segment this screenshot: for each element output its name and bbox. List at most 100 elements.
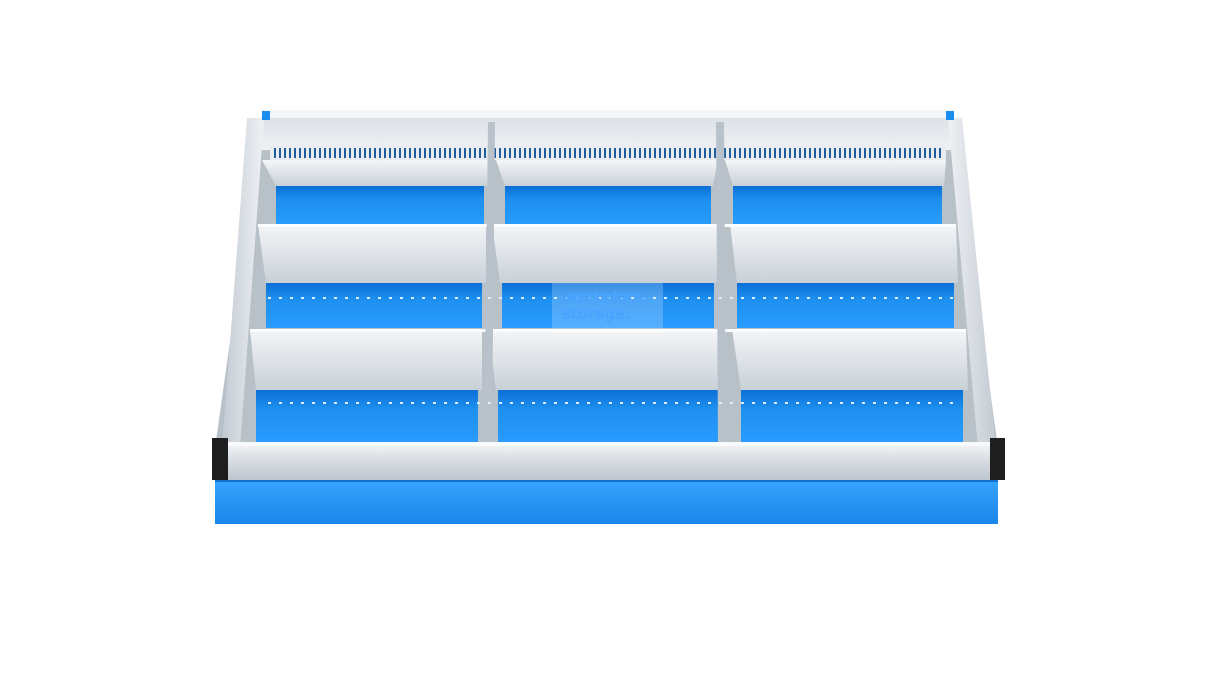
- adjustment-hole: [543, 297, 546, 299]
- adjustment-hole: [499, 297, 502, 299]
- compartment-bin: [276, 186, 484, 224]
- adjustment-hole: [697, 402, 700, 404]
- adjustment-hole: [312, 402, 315, 404]
- adjustment-hole: [378, 402, 381, 404]
- compartment-bin: [741, 390, 963, 442]
- adjustment-hole: [334, 297, 337, 299]
- adjustment-hole: [367, 297, 370, 299]
- adjustment-hole: [818, 297, 821, 299]
- adjustment-hole: [389, 297, 392, 299]
- slot-tick: [374, 148, 376, 158]
- slot-tick: [459, 148, 461, 158]
- adjustment-hole: [917, 297, 920, 299]
- adjustment-hole: [312, 297, 315, 299]
- adjustment-hole: [301, 297, 304, 299]
- slot-tick: [344, 148, 346, 158]
- slot-tick: [814, 148, 816, 158]
- slot-tick: [514, 148, 516, 158]
- slot-tick: [634, 148, 636, 158]
- adjustment-hole: [730, 297, 733, 299]
- adjustment-hole: [785, 402, 788, 404]
- adjustment-holes: [268, 297, 953, 404]
- divider-panel: [262, 160, 490, 186]
- adjustment-hole: [631, 402, 634, 404]
- adjustment-hole: [928, 402, 931, 404]
- brand-watermark: workplace storage.: [552, 283, 663, 329]
- compartment-bin: [505, 186, 711, 224]
- adjustment-hole: [818, 402, 821, 404]
- adjustment-hole: [609, 402, 612, 404]
- slot-tick: [529, 148, 531, 158]
- adjustment-hole: [290, 297, 293, 299]
- slot-tick: [824, 148, 826, 158]
- slot-tick: [934, 148, 936, 158]
- slot-tick: [874, 148, 876, 158]
- adjustment-hole: [840, 402, 843, 404]
- adjustment-hole: [554, 297, 557, 299]
- adjustment-hole: [741, 297, 744, 299]
- back-wall: [262, 110, 952, 150]
- adjustment-hole: [653, 297, 656, 299]
- slot-tick: [854, 148, 856, 158]
- adjustment-hole: [686, 402, 689, 404]
- slot-tick: [939, 148, 941, 158]
- slot-tick: [359, 148, 361, 158]
- right-end-cap: [990, 438, 1005, 480]
- adjustment-hole: [796, 402, 799, 404]
- slot-tick: [684, 148, 686, 158]
- adjustment-hole: [906, 402, 909, 404]
- adjustment-hole: [444, 297, 447, 299]
- adjustment-hole: [334, 402, 337, 404]
- slot-tick: [519, 148, 521, 158]
- slot-tick: [379, 148, 381, 158]
- adjustment-hole: [488, 402, 491, 404]
- adjustment-hole: [521, 402, 524, 404]
- slot-tick: [774, 148, 776, 158]
- adjustment-hole: [851, 297, 854, 299]
- slot-tick: [419, 148, 421, 158]
- adjustment-hole: [928, 297, 931, 299]
- compartment-bin: [498, 390, 718, 442]
- adjustment-hole: [763, 297, 766, 299]
- adjustment-hole: [807, 402, 810, 404]
- slot-tick: [644, 148, 646, 158]
- slot-tick: [769, 148, 771, 158]
- adjustment-hole: [906, 297, 909, 299]
- slot-tick: [629, 148, 631, 158]
- adjustment-hole: [510, 297, 513, 299]
- slot-tick: [334, 148, 336, 158]
- slot-tick: [354, 148, 356, 158]
- adjustment-hole: [455, 297, 458, 299]
- slot-tick: [664, 148, 666, 158]
- adjustment-hole: [323, 297, 326, 299]
- adjustment-hole: [279, 297, 282, 299]
- adjustment-hole: [389, 402, 392, 404]
- divider-panel: [492, 224, 724, 283]
- adjustment-hole: [411, 402, 414, 404]
- slot-tick: [589, 148, 591, 158]
- slot-tick: [294, 148, 296, 158]
- adjustment-hole: [763, 402, 766, 404]
- adjustment-hole: [488, 297, 491, 299]
- slot-tick: [404, 148, 406, 158]
- slot-tick: [464, 148, 466, 158]
- adjustment-hole: [521, 297, 524, 299]
- adjustment-hole: [675, 402, 678, 404]
- watermark-line-1: workplace: [562, 288, 646, 306]
- adjustment-hole: [697, 297, 700, 299]
- slot-tick: [454, 148, 456, 158]
- slot-tick: [639, 148, 641, 158]
- slot-tick: [894, 148, 896, 158]
- slot-tick: [569, 148, 571, 158]
- adjustment-hole: [620, 402, 623, 404]
- slot-tick: [709, 148, 711, 158]
- divider-panel: [730, 224, 958, 283]
- slot-tick: [794, 148, 796, 158]
- adjustment-hole: [840, 297, 843, 299]
- adjustment-hole: [741, 402, 744, 404]
- slot-tick: [449, 148, 451, 158]
- slot-tick: [809, 148, 811, 158]
- slot-tick: [549, 148, 551, 158]
- slot-tick: [299, 148, 301, 158]
